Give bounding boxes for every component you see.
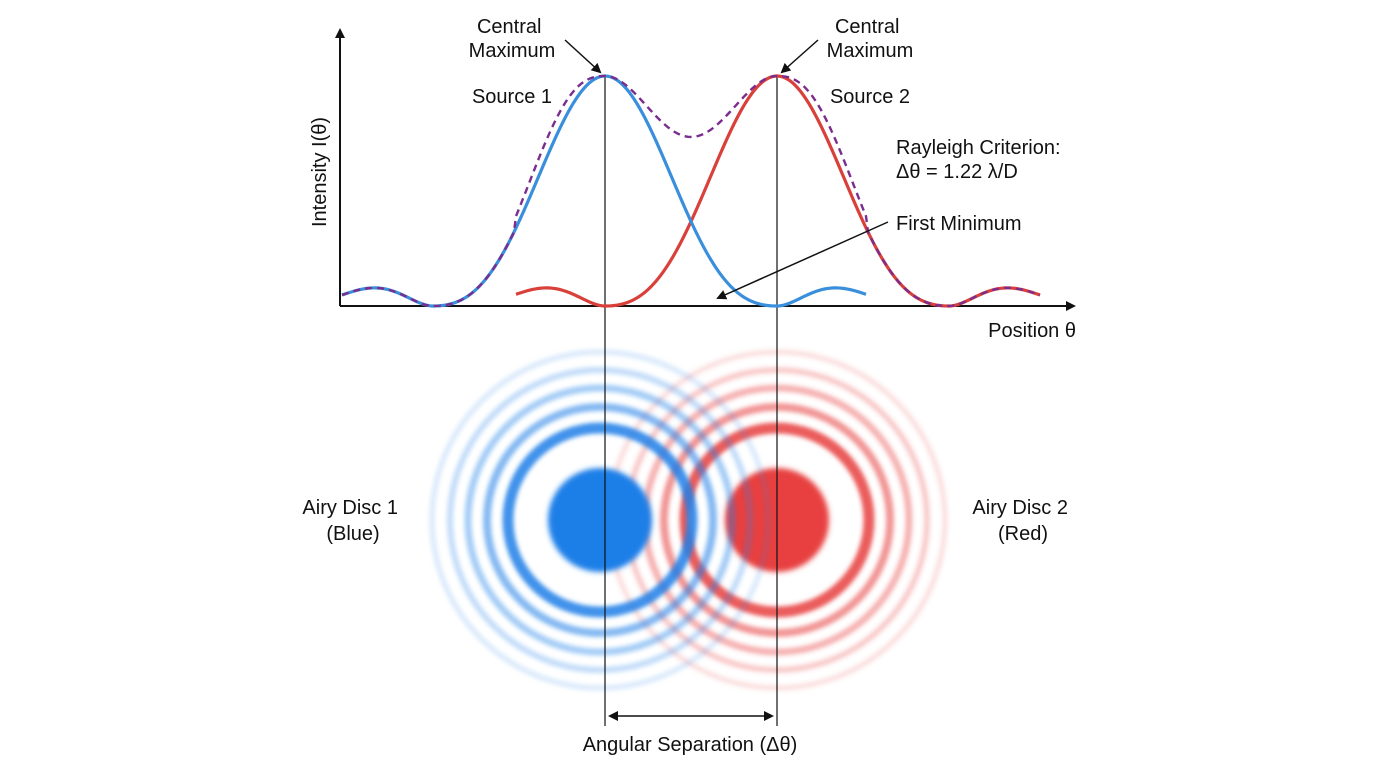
central-max-2-arrow (780, 39, 819, 74)
rayleigh-criterion-label: Rayleigh Criterion: Δθ = 1.22 λ/D (896, 137, 1066, 183)
source-1-intensity-curve (341, 74, 867, 308)
combined-intensity-curve (341, 74, 1041, 308)
airy-core (548, 468, 652, 572)
airy-disc-1 (429, 349, 771, 691)
airy-disc-2-label: Airy Disc 2 (Red) (972, 497, 1073, 545)
first-minimum-label: First Minimum (896, 213, 1022, 235)
central-max-1-label: Central Maximum (469, 16, 556, 62)
source-2-label: Source 2 (830, 86, 910, 108)
x-axis-label: Position θ (988, 320, 1076, 342)
airy-ring (483, 403, 717, 637)
y-axis-label: Intensity I(θ) (309, 117, 331, 227)
airy-ring (502, 422, 698, 618)
airy-disc-1-label: Airy Disc 1 (Blue) (302, 497, 403, 545)
first-minimum-arrow (716, 221, 889, 300)
source-1-label: Source 1 (472, 86, 552, 108)
angular-separation-label: Angular Separation (Δθ) (583, 734, 798, 756)
airy-ring (464, 384, 736, 656)
airy-ring (429, 349, 771, 691)
airy-ring (447, 367, 753, 673)
central-max-2-label: Central Maximum (827, 16, 914, 62)
central-max-1-arrow (564, 39, 602, 74)
